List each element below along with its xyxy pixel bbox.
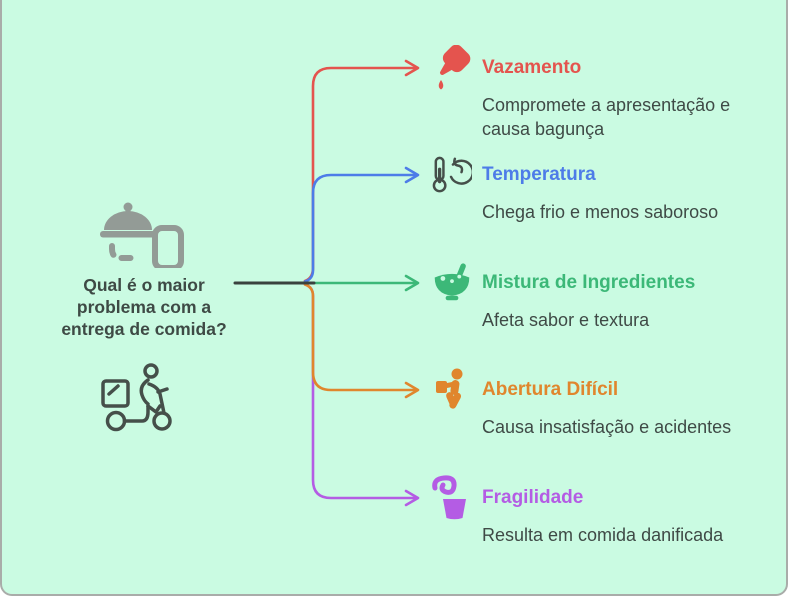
connector-abertura <box>303 283 420 399</box>
branch-temperatura: Temperatura Chega frio e menos saboroso <box>432 153 762 224</box>
branch-description: Causa insatisfação e acidentes <box>482 417 732 437</box>
branch-description: Chega frio e menos saboroso <box>482 202 719 222</box>
branch-label: Vazamento <box>482 57 582 78</box>
thermometer-globe-icon <box>432 153 472 197</box>
fragile-cup-icon <box>432 475 472 520</box>
branch-description: Resulta em comida danificada <box>482 525 724 545</box>
mixing-bowl-icon <box>432 261 472 305</box>
delivery-scooter-icon <box>98 362 182 439</box>
branch-description: Compromete a apresentação e causa bagunç… <box>482 95 731 139</box>
question-line: problema com a <box>76 297 212 317</box>
center-question: Qual é o maior problema com a entrega de… <box>30 274 258 340</box>
branch-label: Mistura de Ingredientes <box>482 272 696 293</box>
connector-temperatura <box>303 166 420 283</box>
branch-mistura: Mistura de Ingredientes Afeta sabor e te… <box>432 261 762 332</box>
person-walking-icon <box>432 368 472 412</box>
connector-vazamento <box>303 59 420 283</box>
question-line: Qual é o maior <box>83 275 205 295</box>
sauce-bottle-drip-icon <box>432 45 472 90</box>
branch-label: Abertura Difícil <box>482 379 619 400</box>
connector-fragilidade <box>303 283 420 507</box>
connector-mistura <box>311 274 420 292</box>
branch-abertura: Abertura Difícil Causa insatisfação e ac… <box>432 368 762 439</box>
question-line: entrega de comida? <box>61 319 227 339</box>
branch-label: Fragilidade <box>482 487 584 508</box>
branch-label: Temperatura <box>482 164 596 185</box>
branch-vazamento: Vazamento Compromete a apresentação e ca… <box>432 45 762 141</box>
branch-fragilidade: Fragilidade Resulta em comida danificada <box>432 475 762 547</box>
branch-description: Afeta sabor e textura <box>482 310 650 330</box>
food-cloche-phone-icon <box>96 202 188 273</box>
